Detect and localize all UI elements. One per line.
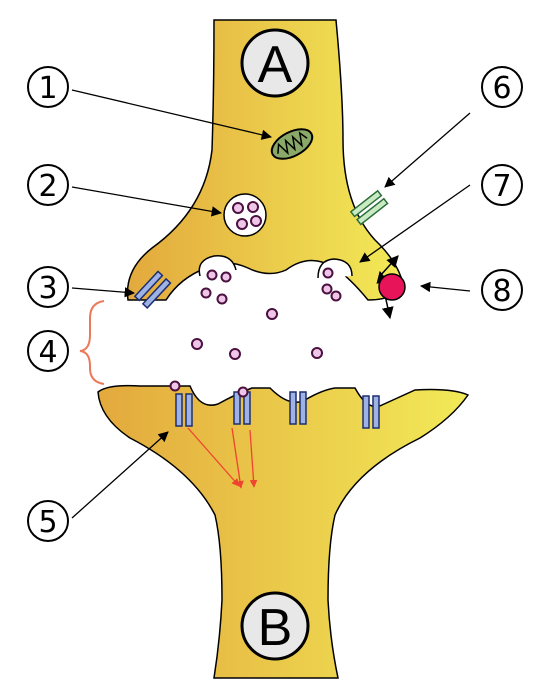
bound-neurotransmitters [169, 380, 249, 398]
label-5: 5 [27, 500, 69, 542]
reuptake-transporter [376, 255, 406, 320]
fusing-vesicle-left [198, 255, 237, 305]
fusing-vesicle-right [317, 258, 353, 302]
label-4-text: 4 [38, 335, 57, 370]
label-3: 3 [27, 266, 69, 308]
neuron-b-badge: B [240, 591, 310, 661]
label-2-text: 2 [38, 169, 57, 204]
label-7-text: 7 [492, 169, 511, 204]
synaptic-vesicle [223, 193, 267, 237]
postsynaptic-receptors [175, 391, 380, 429]
membrane-receptor-green [349, 189, 389, 226]
label-1-text: 1 [38, 71, 57, 106]
label-3-text: 3 [38, 271, 57, 306]
signal-arrows [187, 427, 258, 489]
neuron-a-letter: A [258, 36, 293, 94]
label-8-text: 8 [492, 274, 511, 309]
neurotransmitters-in-cleft [191, 308, 323, 360]
neuron-a-badge: A [240, 28, 310, 98]
label-4: 4 [27, 330, 69, 372]
presynaptic-neuron [126, 19, 404, 301]
label-1: 1 [27, 66, 69, 108]
label-7: 7 [481, 164, 523, 206]
label-2: 2 [27, 164, 69, 206]
mitochondrion [270, 128, 314, 160]
label-6: 6 [481, 66, 523, 108]
label-5-text: 5 [38, 505, 57, 540]
presynaptic-receptor [133, 270, 172, 309]
label-8: 8 [481, 269, 523, 311]
synaptic-cleft-bracket [79, 300, 105, 385]
neuron-b-letter: B [258, 599, 293, 657]
pointer-arrows [71, 89, 471, 519]
label-6-text: 6 [492, 71, 511, 106]
